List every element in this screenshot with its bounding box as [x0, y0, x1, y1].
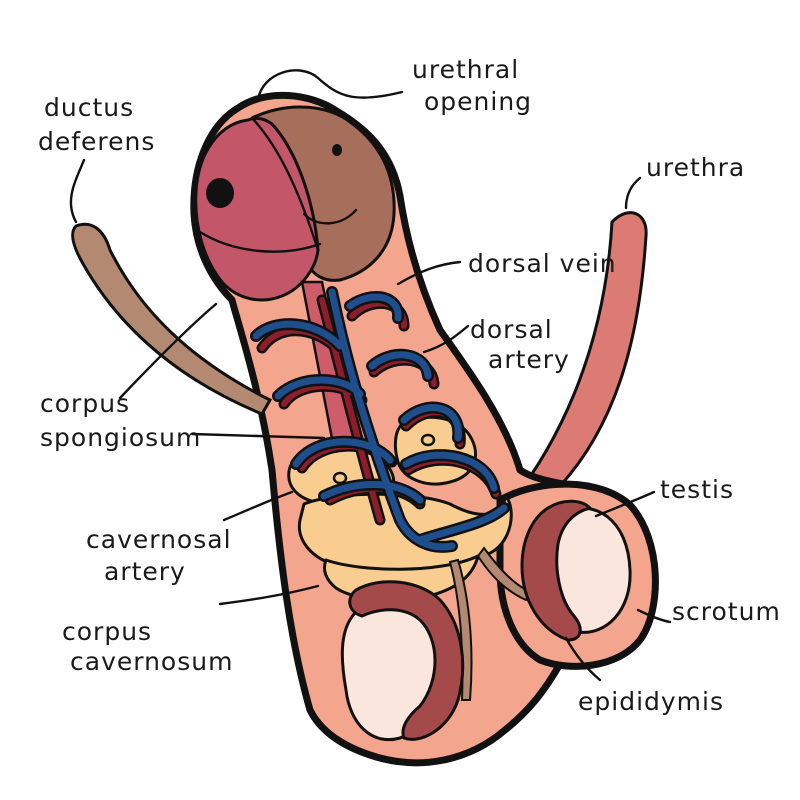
urethral-opening-dot: [206, 178, 234, 208]
label-corpus-spongiosum-1: corpus: [40, 389, 130, 418]
labels: ductus deferens urethral opening urethra…: [38, 55, 781, 716]
label-dorsal-artery-1: dorsal: [470, 315, 553, 344]
label-ductus-deferens-1: ductus: [44, 93, 134, 122]
label-urethra: urethra: [646, 153, 745, 182]
label-scrotum: scrotum: [672, 597, 781, 626]
label-ductus-deferens-2: deferens: [38, 127, 155, 156]
label-corpus-cavernosum-1: corpus: [62, 617, 152, 646]
label-urethral-opening-1: urethral: [412, 55, 519, 84]
epididymis-left: [348, 580, 465, 741]
label-cavernosal-artery-2: artery: [104, 557, 186, 586]
foreskin-eye-dot: [332, 144, 342, 156]
label-cavernosal-artery-1: cavernosal: [86, 525, 232, 554]
label-testis: testis: [660, 475, 734, 504]
label-urethral-opening-2: opening: [424, 87, 532, 116]
label-dorsal-artery-2: artery: [488, 345, 570, 374]
glans: [194, 116, 320, 302]
leader-lines: [69, 69, 672, 682]
label-dorsal-vein: dorsal vein: [468, 249, 617, 278]
label-corpus-cavernosum-2: cavernosum: [70, 647, 233, 676]
epididymis-right: [520, 499, 592, 642]
label-corpus-spongiosum-2: spongiosum: [40, 423, 201, 452]
ductus-deferens-tube: [71, 222, 273, 416]
label-epididymis: epididymis: [578, 687, 724, 716]
